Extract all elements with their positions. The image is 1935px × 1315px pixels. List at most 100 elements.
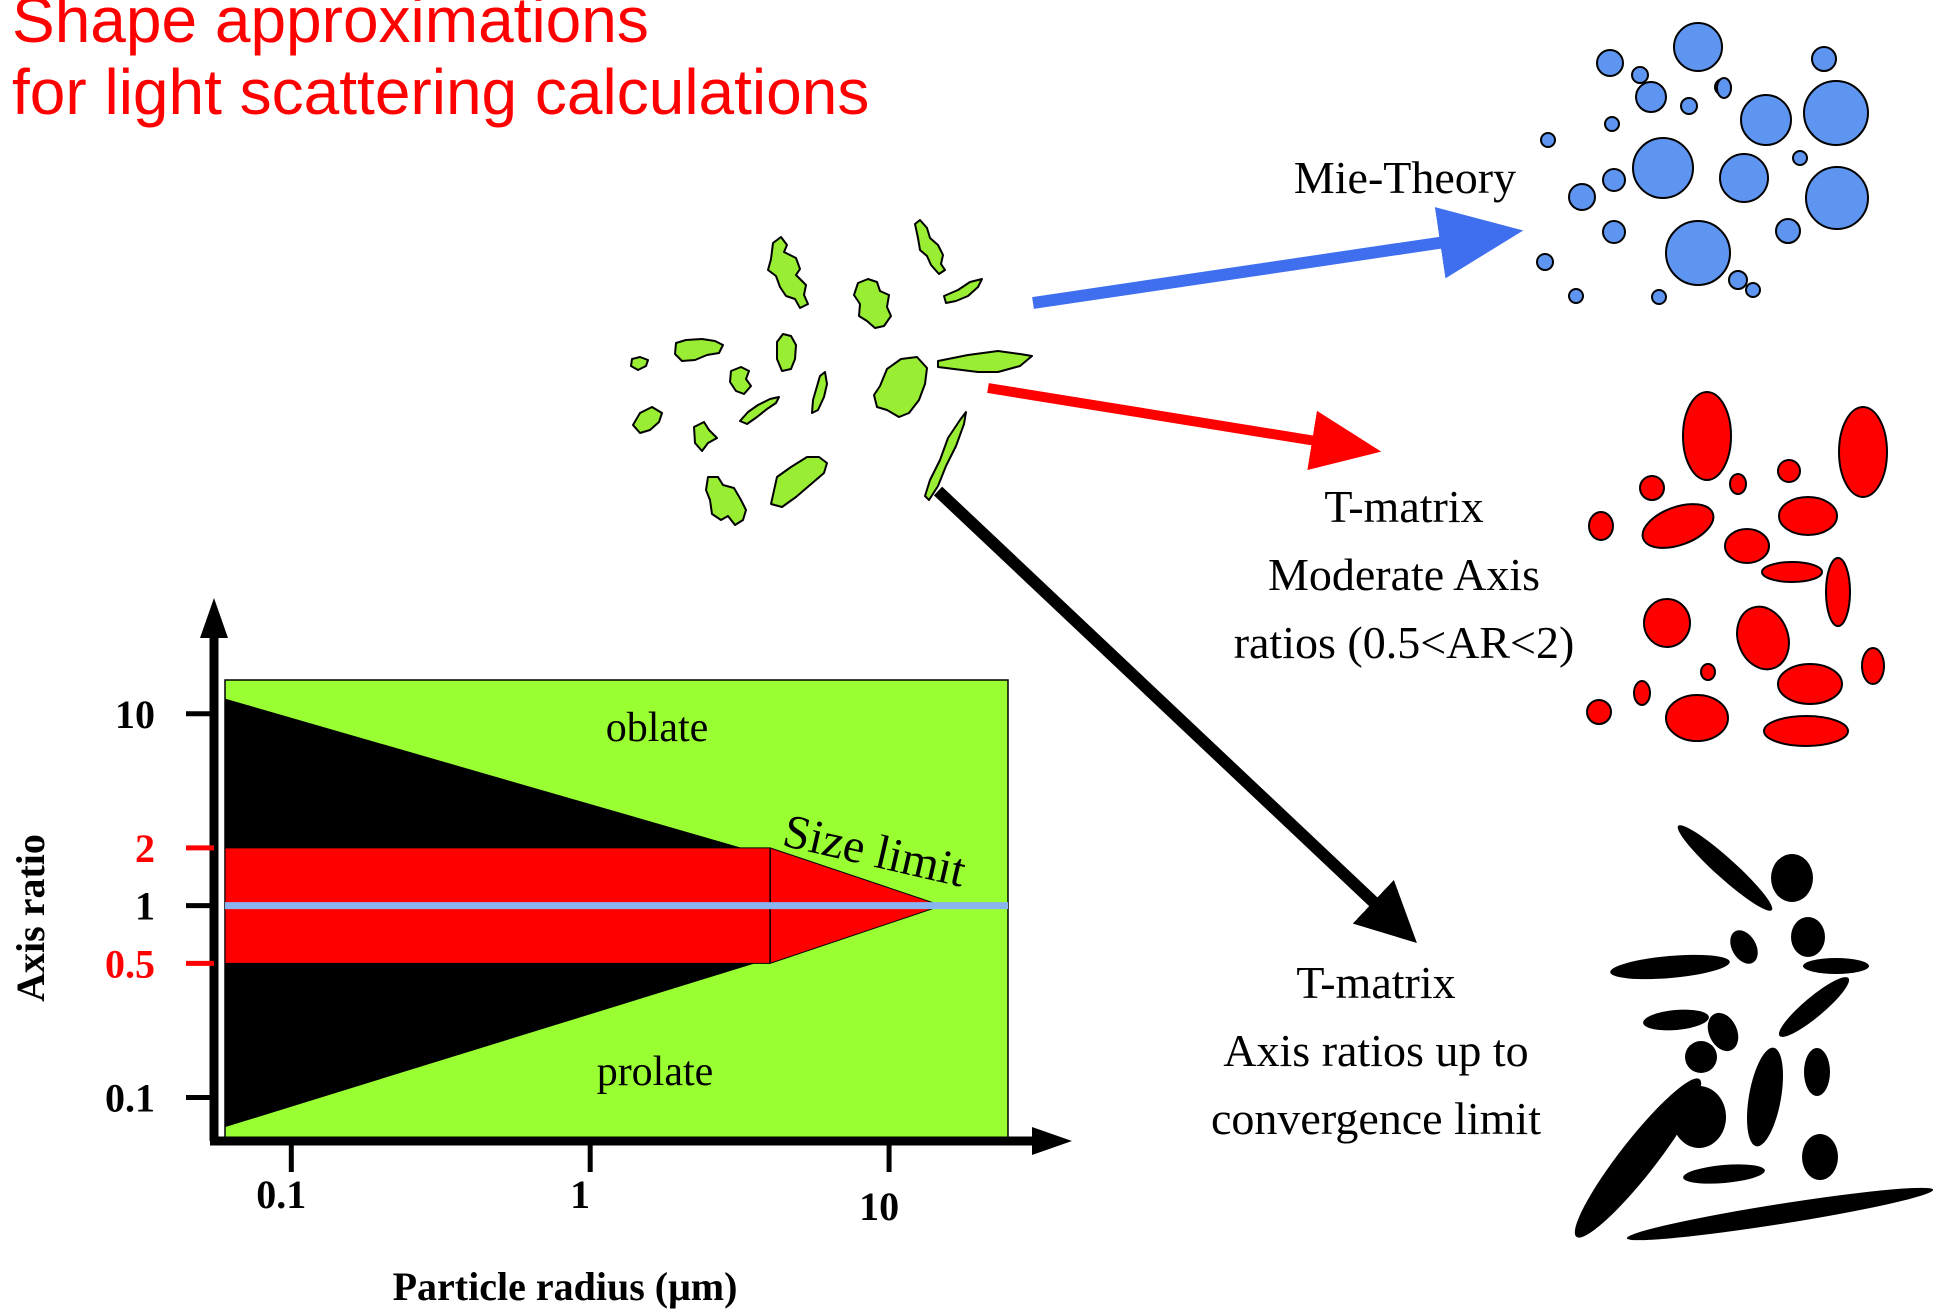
extreme-shape [1730,930,1758,964]
sphere [1604,116,1620,132]
tmatrix-convergence-line-3: convergence limit [1211,1093,1541,1144]
prolate-label: prolate [597,1049,714,1095]
extreme-shape [1610,954,1730,980]
x-tick-label: 0.1 [256,1172,306,1217]
sphere [1811,46,1837,72]
particle [630,356,649,371]
sphere [1631,66,1649,84]
spheroid [1825,557,1851,627]
sphere [1651,289,1667,305]
x-axis-arrowhead [1032,1127,1072,1155]
extreme-shape [1804,1048,1830,1096]
irregular-particles [630,219,1033,526]
particle [693,421,718,452]
extreme-shape [1791,917,1825,957]
oblate-label: oblate [606,705,709,751]
y-tick-label: 0.1 [105,1075,155,1120]
sphere [1803,80,1869,146]
sphere [1568,183,1596,211]
spheroid [1763,715,1849,747]
particle [767,236,809,309]
spheroid [1777,459,1801,483]
extreme-shape [1643,1009,1709,1031]
mie-arrow [1032,207,1524,309]
sphere [1540,132,1556,148]
extreme-shape [1803,958,1869,974]
y-axis-arrowhead [200,598,228,638]
sphere [1775,218,1801,244]
spheroid [1778,496,1838,536]
x-tick-label: 10 [859,1184,899,1229]
spheroid [1633,680,1651,706]
spheroid [1641,503,1715,549]
tmatrix-convergence-line-2: Axis ratios up to [1223,1025,1528,1076]
sphere [1728,270,1748,290]
extreme-shape [1685,1041,1717,1073]
extreme-shape [1802,1134,1838,1180]
spheroid [1838,406,1888,498]
particle [674,338,724,362]
spheroid [1588,511,1614,541]
moderate-arrow [987,383,1382,471]
extreme-shapes-cluster [1574,825,1934,1241]
sphere [1745,282,1761,298]
spheroid [1777,663,1843,705]
x-axis-label: Particle radius (μm) [393,1264,738,1309]
particle [729,366,752,395]
title-line-1: Shape approximations [12,0,649,56]
extreme-shape [1683,1164,1765,1184]
spheroid [1724,528,1770,564]
particle [739,396,780,425]
spheroid [1682,391,1732,481]
y-tick-label: 2 [135,826,155,871]
particle [937,350,1033,373]
sphere [1792,150,1808,166]
spheroid [1639,475,1665,501]
sphere [1635,81,1667,113]
spheroid [1665,694,1729,742]
sphere [1673,22,1723,72]
particle [943,278,983,304]
sphere [1596,49,1624,77]
extreme-shape [1574,1078,1702,1238]
y-tick-label: 1 [135,884,155,929]
spheroid [1736,605,1790,671]
particle [811,371,828,414]
spheroid [1586,699,1612,725]
sphere [1665,220,1731,286]
x-ticks: 0.1 1 10 [256,1141,899,1229]
mie-label: Mie-Theory [1294,152,1516,203]
extreme-shape [1778,977,1850,1037]
convergence-arrow [933,486,1417,943]
sphere [1680,97,1698,115]
tmatrix-convergence-line-1: T-matrix [1296,957,1455,1008]
particle [924,411,967,501]
extreme-shape [1707,1012,1739,1052]
spheroid [1643,598,1691,648]
particle [632,406,663,434]
particle [853,278,892,329]
x-tick-label: 1 [570,1172,590,1217]
spheroid [1700,663,1716,681]
particle [770,456,828,508]
sphere [1602,168,1626,192]
extreme-shape [1771,854,1813,902]
particle [776,333,797,372]
extreme-shape [1747,1047,1783,1147]
sphere [1716,77,1732,99]
y-tick-label: 10 [115,692,155,737]
particle [914,219,946,275]
particle [873,356,928,418]
spheroid [1761,561,1823,583]
tmatrix-moderate-line-3: ratios (0.5<AR<2) [1234,617,1575,668]
spheroids-cluster [1586,391,1888,747]
sphere [1536,253,1554,271]
particle [705,476,747,526]
sphere [1568,288,1584,304]
tmatrix-moderate-line-2: Moderate Axis [1268,549,1540,600]
sphere [1805,166,1869,230]
sphere [1740,94,1792,146]
